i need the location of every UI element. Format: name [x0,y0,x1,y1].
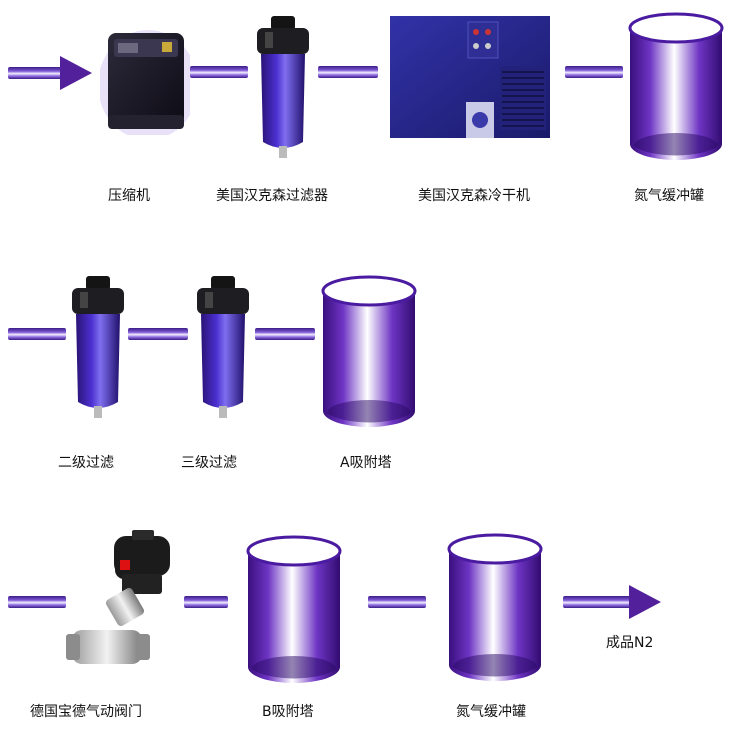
pipe-row1-a [190,66,248,78]
label-filter: 美国汉克森过滤器 [216,188,328,204]
filter2-image [68,274,128,424]
pipe-row2-a [128,328,188,340]
pipe-row1-c [565,66,623,78]
label-tower-b: B吸附塔 [262,704,314,720]
label-tower-a: A吸附塔 [340,455,392,471]
dryer-image [388,14,553,142]
pipe-row3-inlet [8,596,66,608]
arrow-icon [60,56,92,90]
compressor-image [100,25,190,135]
pipe-row3-b [368,596,426,608]
arrow-icon [629,585,661,619]
pipe-row3-outlet [563,596,633,608]
label-compressor: 压缩机 [108,188,150,204]
tower-a-image [319,275,419,430]
pipe-row2-inlet [8,328,66,340]
filter-image [253,14,313,164]
label-product: 成品N2 [606,635,654,651]
label-tank2: 氮气缓冲罐 [456,704,526,720]
tank2-image [445,533,545,683]
pipe-row1-inlet [8,67,63,79]
label-filter3: 三级过滤 [181,455,237,471]
label-filter2: 二级过滤 [58,455,114,471]
pipe-row2-b [255,328,315,340]
valve-image [62,530,182,680]
label-dryer: 美国汉克森冷干机 [418,188,530,204]
pipe-row1-b [318,66,378,78]
tower-b-image [244,535,344,685]
label-tank: 氮气缓冲罐 [634,188,704,204]
pipe-row3-a [184,596,228,608]
label-valve: 德国宝德气动阀门 [30,704,142,720]
tank-image [626,12,726,162]
filter3-image [193,274,253,424]
